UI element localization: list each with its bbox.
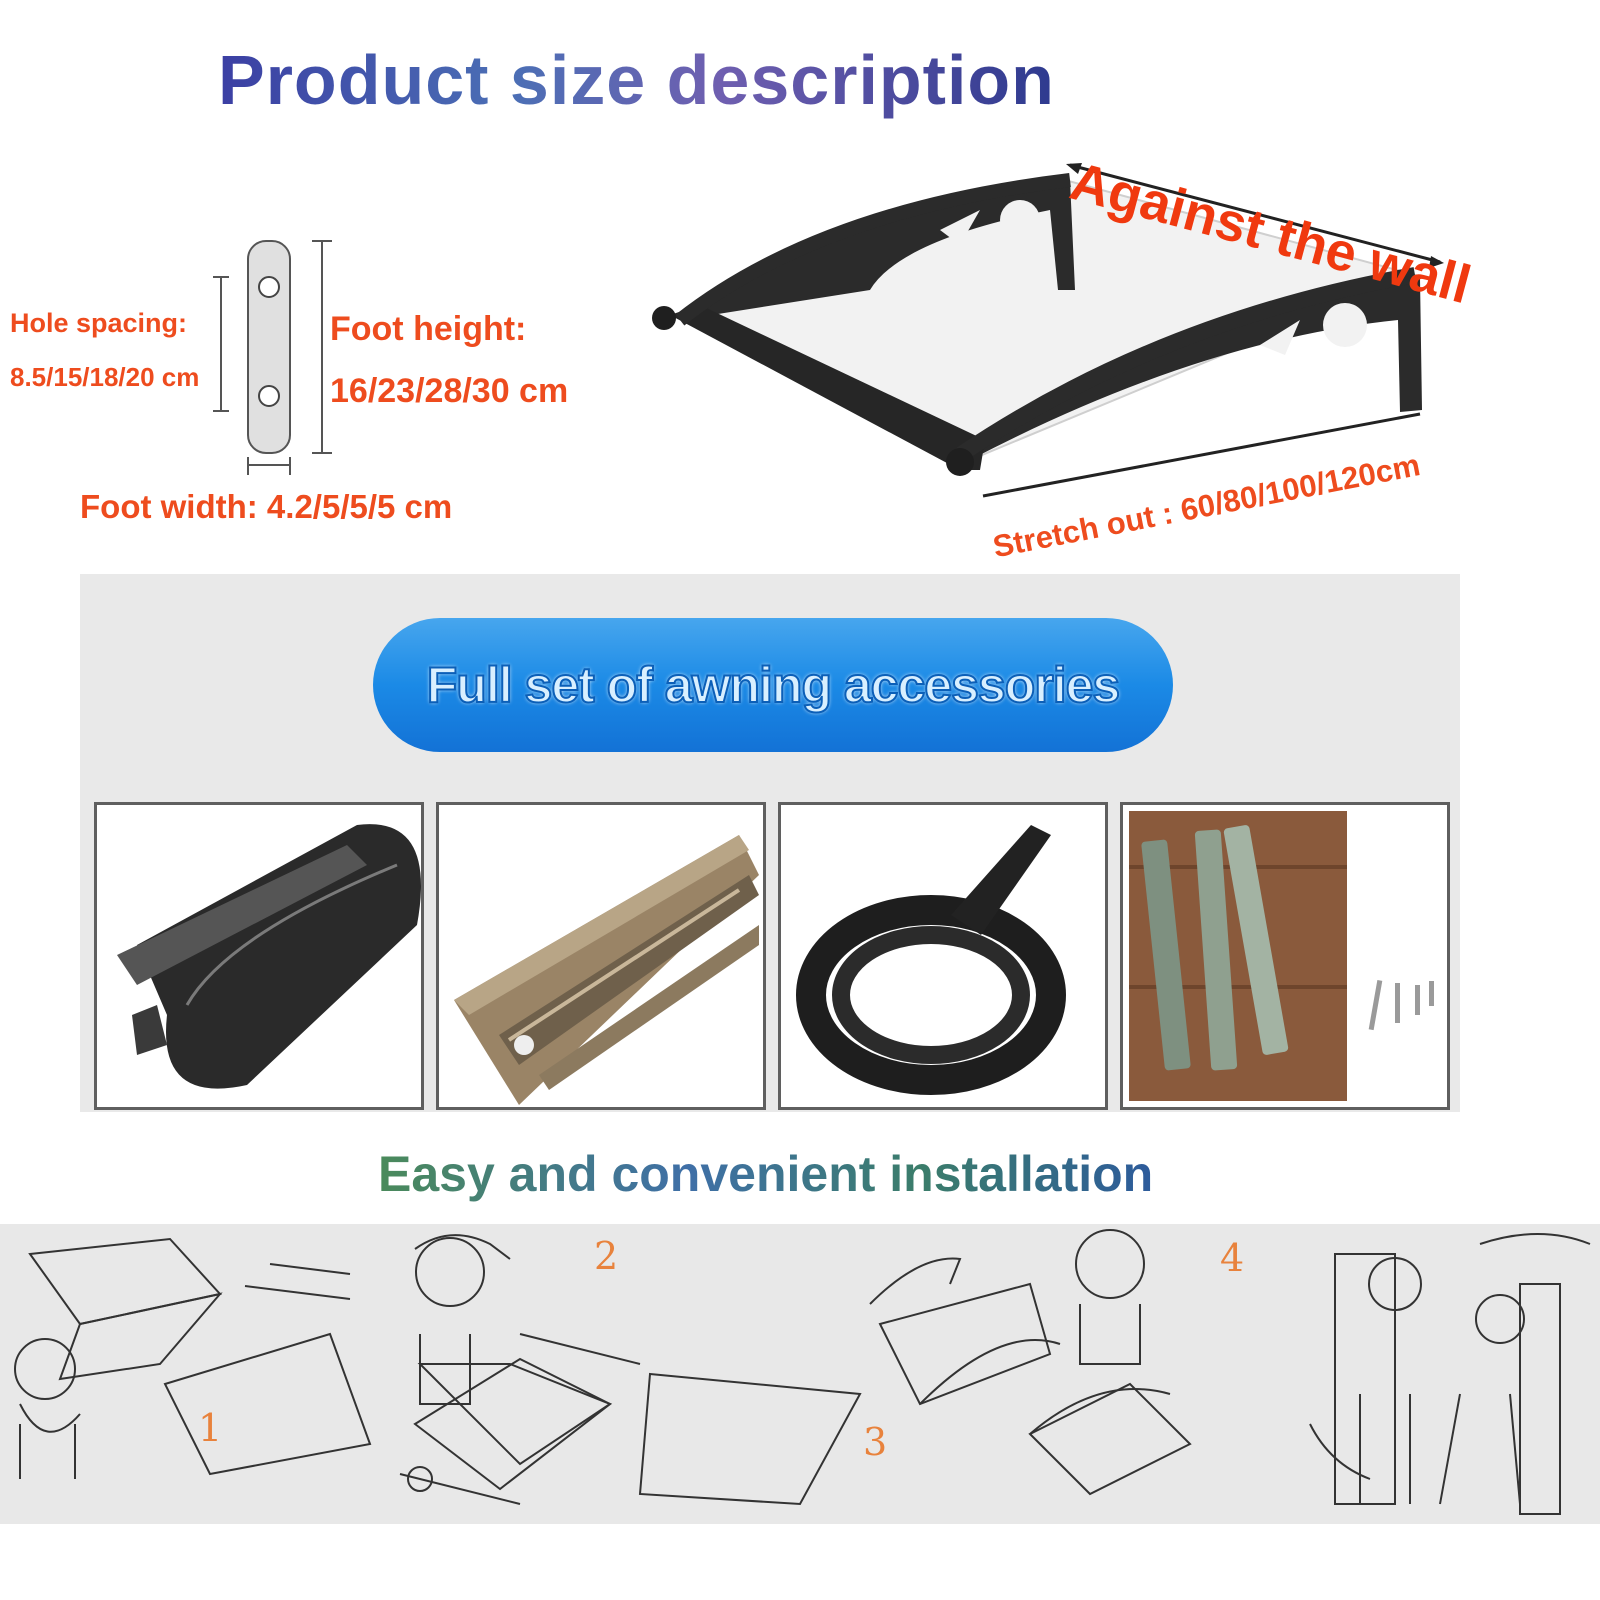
foot-height-value: 16/23/28/30 cm (330, 372, 569, 410)
install-step-3-number: 3 (863, 1420, 888, 1464)
foot-diagram (213, 240, 332, 475)
accessory-seal-photo (778, 802, 1108, 1110)
hole-spacing-value: 8.5/15/18/20 cm (10, 362, 200, 392)
accessory-bolts-photo (1120, 802, 1450, 1110)
awning-illustration (652, 163, 1444, 498)
installation-illustrations (14, 1229, 1591, 1515)
install-step-4-number: 4 (1220, 1236, 1245, 1280)
page-title: Product size description (218, 41, 1055, 119)
accessories-banner: Full set of awning accessories (373, 618, 1173, 752)
accessory-gutter-photo (94, 802, 424, 1110)
hole-spacing-label: Hole spacing: (10, 308, 188, 338)
installation-title: Easy and convenient installation (378, 1146, 1154, 1202)
accessories-banner-text: Full set of awning accessories (426, 656, 1121, 714)
install-step-2-number: 2 (594, 1234, 619, 1278)
installation-steps-strip: 1 2 3 4 (0, 1224, 1600, 1524)
accessory-rail-photo (436, 802, 766, 1110)
foot-width-label: Foot width: 4.2/5/5/5 cm (80, 488, 453, 525)
install-step-1-number: 1 (198, 1406, 223, 1450)
foot-height-label: Foot height: (330, 310, 527, 348)
